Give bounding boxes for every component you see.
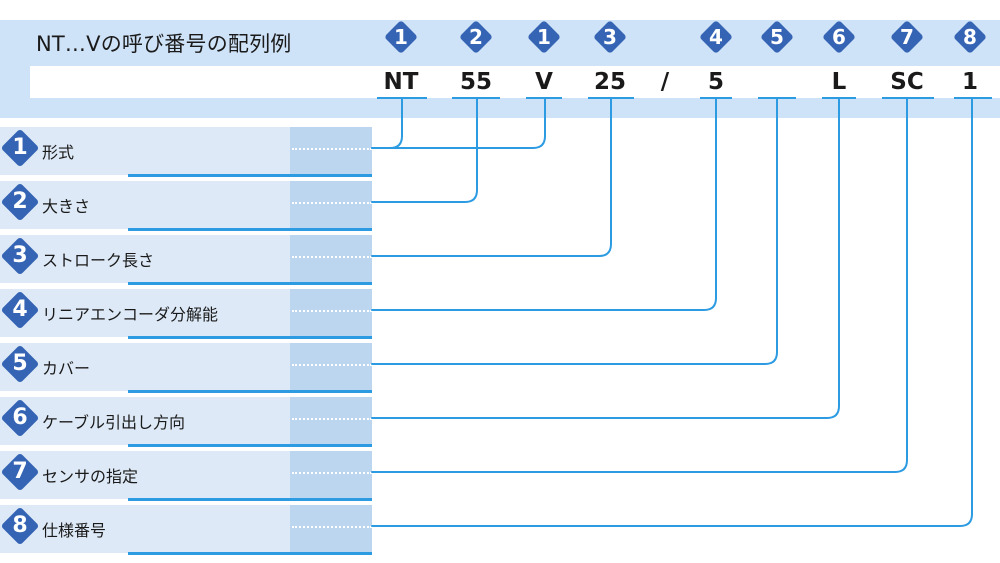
row-label-model: 形式 — [42, 143, 75, 162]
row-label-resolution: リニアエンコーダ分解能 — [42, 305, 219, 324]
code-badge-stroke: 3 — [592, 19, 628, 55]
code-underline — [882, 97, 934, 99]
code-text-nt: NT — [383, 69, 419, 95]
row-badge-cover: 5 — [0, 344, 40, 384]
code-underline — [954, 97, 992, 99]
code-bar — [30, 66, 1000, 98]
row-label-cable: ケーブル引出し方向 — [42, 413, 186, 432]
row-badge-sensor: 7 — [0, 452, 40, 492]
connector-stroke — [371, 98, 612, 257]
diagram-title: NT…Vの呼び番号の配列例 — [36, 32, 292, 56]
code-separator: / — [660, 69, 670, 95]
code-text-stroke: 25 — [593, 69, 626, 95]
code-text-v: V — [535, 69, 553, 95]
row-badge-model: 1 — [0, 128, 40, 168]
connector-size — [371, 98, 478, 203]
row-model — [0, 127, 372, 177]
connector-resolution — [371, 98, 717, 311]
code-text-cable: L — [831, 69, 847, 95]
row-badge-stroke: 3 — [0, 236, 40, 276]
code-badge-size: 2 — [458, 19, 494, 55]
code-text-sensor: SC — [890, 69, 924, 95]
row-badge-spec: 8 — [0, 506, 40, 546]
connector-cable — [371, 98, 840, 419]
row-label-sensor: センサの指定 — [42, 467, 139, 486]
row-badge-cable: 6 — [0, 398, 40, 438]
row-label-size: 大きさ — [42, 197, 91, 216]
connector-spec — [371, 98, 973, 527]
code-badge-spec: 8 — [952, 19, 988, 55]
code-badge-nt: 1 — [383, 19, 419, 55]
row-badge-resolution: 4 — [0, 290, 40, 330]
row-label-spec: 仕様番号 — [42, 521, 107, 540]
code-text-resolution: 5 — [707, 69, 724, 95]
row-label-cover: カバー — [42, 359, 91, 378]
code-badge-cable: 6 — [821, 19, 857, 55]
row-resolution — [0, 289, 372, 339]
row-spec — [0, 505, 372, 555]
row-size — [0, 181, 372, 231]
row-cable — [0, 397, 372, 447]
code-text-spec: 1 — [961, 69, 978, 95]
connector-sensor — [371, 98, 908, 473]
code-badge-resolution: 4 — [698, 19, 734, 55]
connector-model-v — [371, 98, 546, 149]
row-sensor — [0, 451, 372, 501]
connector-cover — [371, 98, 778, 365]
row-label-stroke: ストローク長さ — [42, 251, 155, 270]
code-underline — [452, 97, 500, 99]
code-badge-v: 1 — [526, 19, 562, 55]
code-badge-cover: 5 — [759, 19, 795, 55]
code-badge-sensor: 7 — [889, 19, 925, 55]
row-stroke — [0, 235, 372, 285]
code-underline — [526, 97, 562, 99]
connector-model — [371, 98, 403, 149]
code-text-size: 55 — [459, 69, 492, 95]
row-badge-size: 2 — [0, 182, 40, 222]
row-cover — [0, 343, 372, 393]
